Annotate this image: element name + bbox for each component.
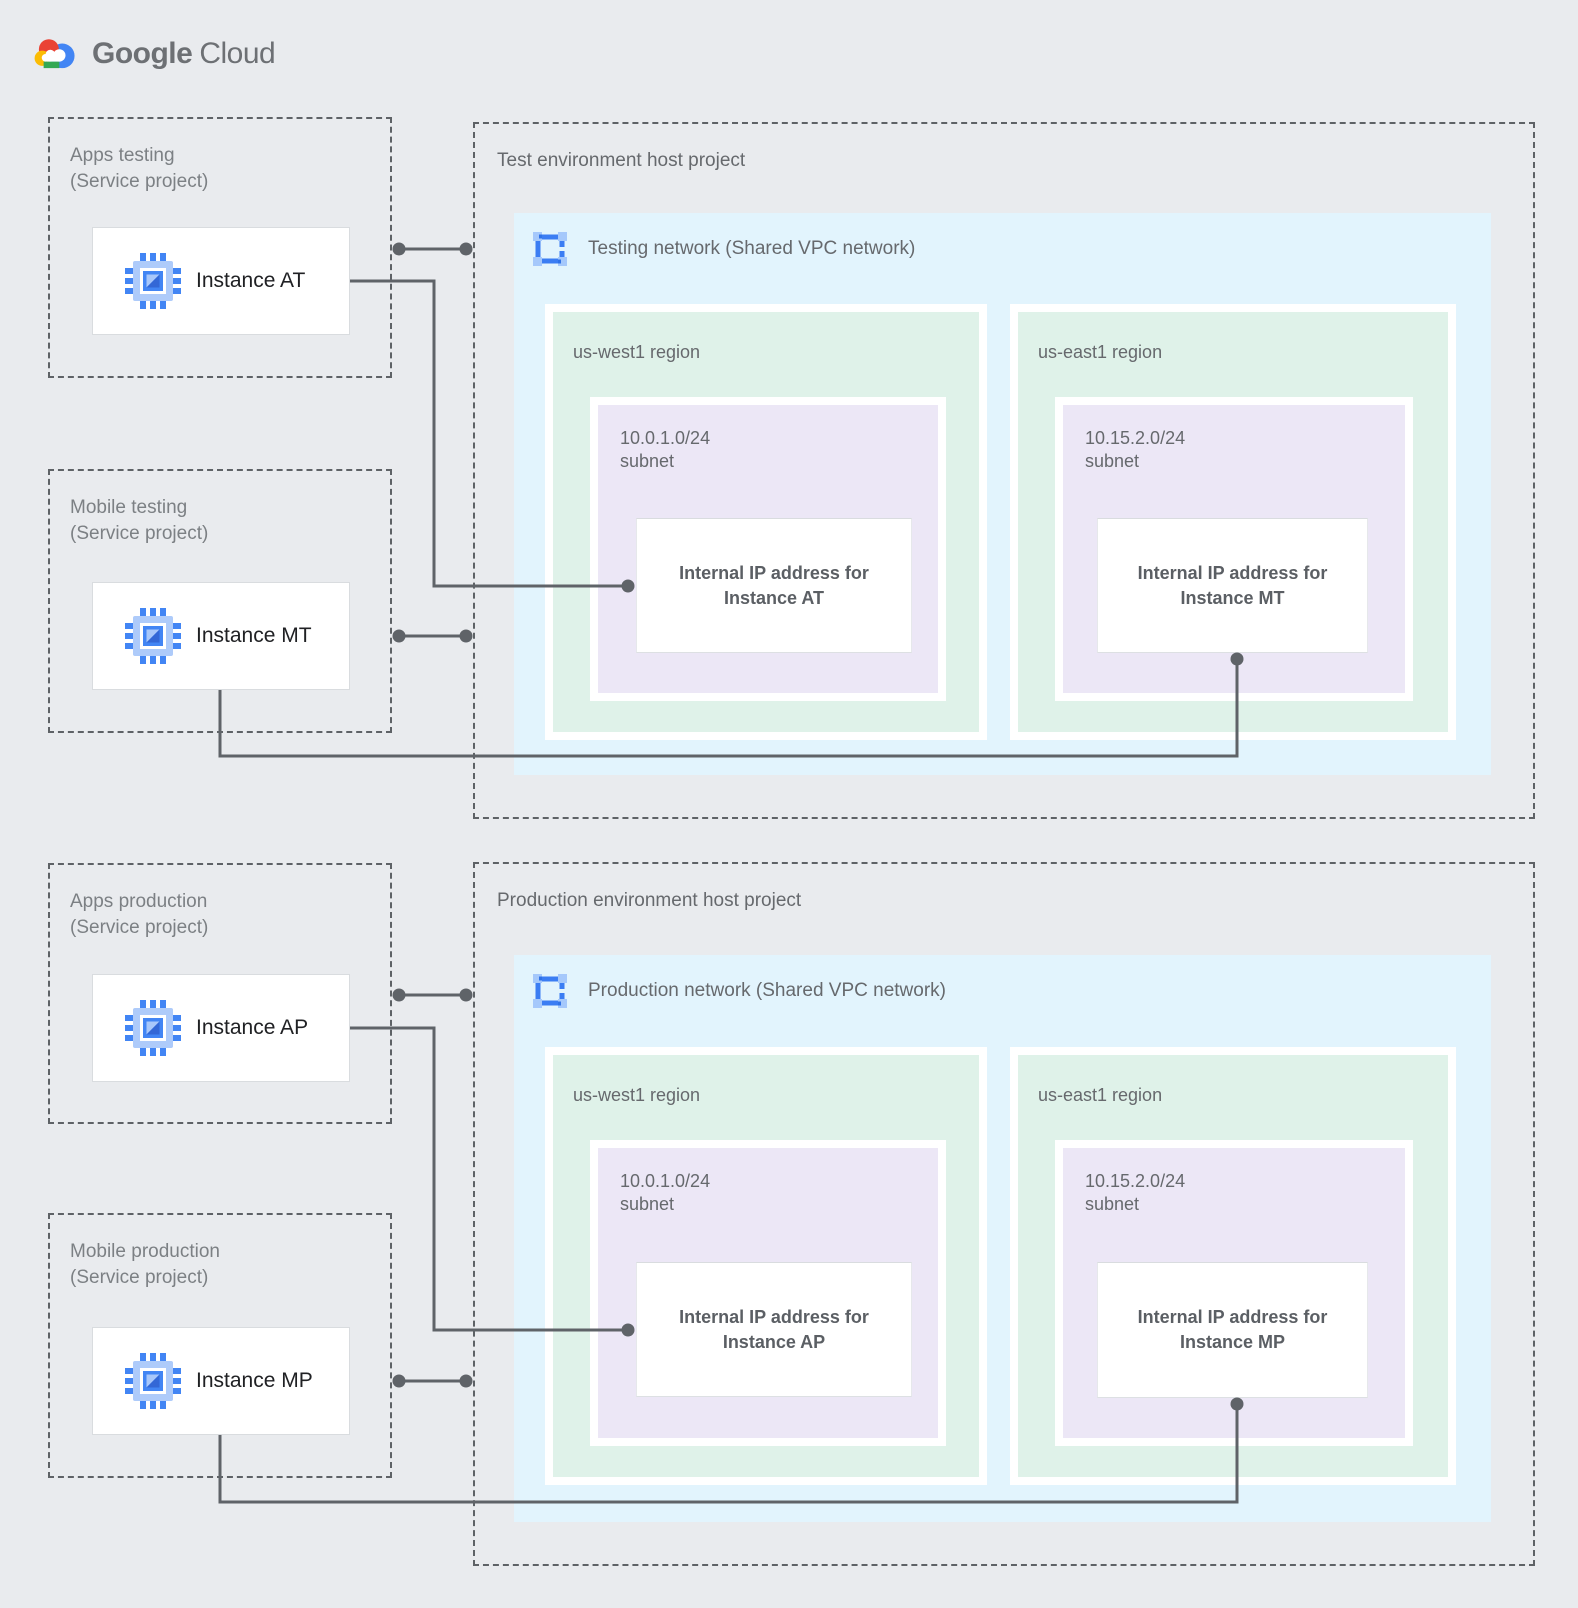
service-project-apps-production: Apps production (Service project) (48, 863, 392, 1124)
subnet-word: subnet (620, 1194, 675, 1214)
connector-dot (459, 242, 473, 256)
ip-instance: Instance AP (722, 1331, 826, 1352)
service-project-subtitle: (Service project) (70, 917, 209, 938)
service-project-subtitle: (Service project) (70, 523, 209, 544)
connector-dot (459, 629, 473, 643)
connector-dot (459, 988, 473, 1002)
service-project-title: Mobile production (70, 1241, 220, 1262)
network-name: Production network (Shared VPC network) (588, 980, 946, 1001)
region-name: us-east1 region (1038, 1085, 1163, 1105)
compute-engine-icon (125, 1000, 181, 1056)
instance-name: Instance MT (196, 624, 312, 647)
google-cloud-icon (32, 39, 80, 73)
ip-instance: Instance MP (1179, 1332, 1286, 1352)
service-project-label: Mobile testing (Service project) (70, 495, 208, 547)
service-project-subtitle: (Service project) (70, 1267, 209, 1288)
service-project-label: Apps testing (Service project) (70, 143, 208, 195)
instance-card-mp: Instance MP (92, 1327, 350, 1435)
vpc-network-icon (533, 232, 567, 266)
connector-dot (392, 629, 406, 643)
logo-product-text: Cloud (199, 36, 276, 70)
network-name: Testing network (Shared VPC network) (588, 238, 916, 259)
subnet-cidr: 10.0.1.0/24 (620, 428, 711, 448)
compute-engine-icon (125, 253, 181, 309)
service-project-title: Mobile testing (70, 497, 188, 518)
host-project-title: Test environment host project (497, 150, 746, 171)
subnet-word: subnet (620, 451, 675, 471)
region-name: us-west1 region (573, 1085, 701, 1105)
subnet-cidr: 10.15.2.0/24 (1085, 428, 1186, 448)
instance-name: Instance AP (196, 1016, 309, 1039)
instance-card-ap: Instance AP (92, 974, 350, 1082)
ip-title: Internal IP address for (1137, 1307, 1328, 1327)
ip-title: Internal IP address for (679, 562, 869, 583)
ip-title: Internal IP address for (1137, 562, 1328, 583)
instance-name: Instance MP (196, 1369, 313, 1392)
subnet-word: subnet (1085, 451, 1140, 471)
service-project-title: Apps testing (70, 145, 175, 166)
subnet-cidr: 10.15.2.0/24 (1085, 1171, 1186, 1191)
internal-ip-box-ap: Internal IP address for Instance AP (636, 1262, 912, 1397)
instance-card-mt: Instance MT (92, 582, 350, 690)
logo-brand-text: Google (92, 36, 193, 70)
internal-ip-box-mt: Internal IP address for Instance MT (1097, 518, 1368, 653)
network-header: Testing network (Shared VPC network) (530, 229, 915, 269)
subnet-word: subnet (1085, 1194, 1140, 1214)
region-name: us-west1 region (573, 342, 701, 362)
ip-title: Internal IP address for (679, 1306, 869, 1327)
connector-dot (392, 242, 406, 256)
internal-ip-box-mp: Internal IP address for Instance MP (1097, 1262, 1368, 1398)
connector-dot (392, 1374, 406, 1388)
region-name: us-east1 region (1038, 342, 1163, 362)
internal-ip-box-at: Internal IP address for Instance AT (636, 518, 912, 653)
connector-dot (392, 988, 406, 1002)
network-header: Production network (Shared VPC network) (530, 971, 946, 1011)
subnet-label: 10.15.2.0/24 subnet (1085, 427, 1185, 473)
subnet-cidr: 10.0.1.0/24 (620, 1171, 711, 1191)
service-project-label: Mobile production (Service project) (70, 1239, 220, 1291)
subnet-label: 10.0.1.0/24 subnet (620, 1170, 710, 1216)
subnet-label: 10.0.1.0/24 subnet (620, 427, 710, 473)
service-project-apps-testing: Apps testing (Service project) (48, 117, 392, 378)
vpc-network-icon (533, 974, 567, 1008)
subnet-label: 10.15.2.0/24 subnet (1085, 1170, 1185, 1216)
instance-name: Instance AT (196, 269, 306, 292)
instance-card-at: Instance AT (92, 227, 350, 335)
service-project-subtitle: (Service project) (70, 171, 209, 192)
ip-instance: Instance AT (723, 587, 825, 608)
compute-engine-icon (125, 1353, 181, 1409)
connector-dot (459, 1374, 473, 1388)
host-project-title: Production environment host project (497, 890, 802, 911)
service-project-title: Apps production (70, 891, 208, 912)
service-project-label: Apps production (Service project) (70, 889, 208, 941)
ip-instance: Instance MT (1180, 587, 1285, 608)
compute-engine-icon (125, 608, 181, 664)
